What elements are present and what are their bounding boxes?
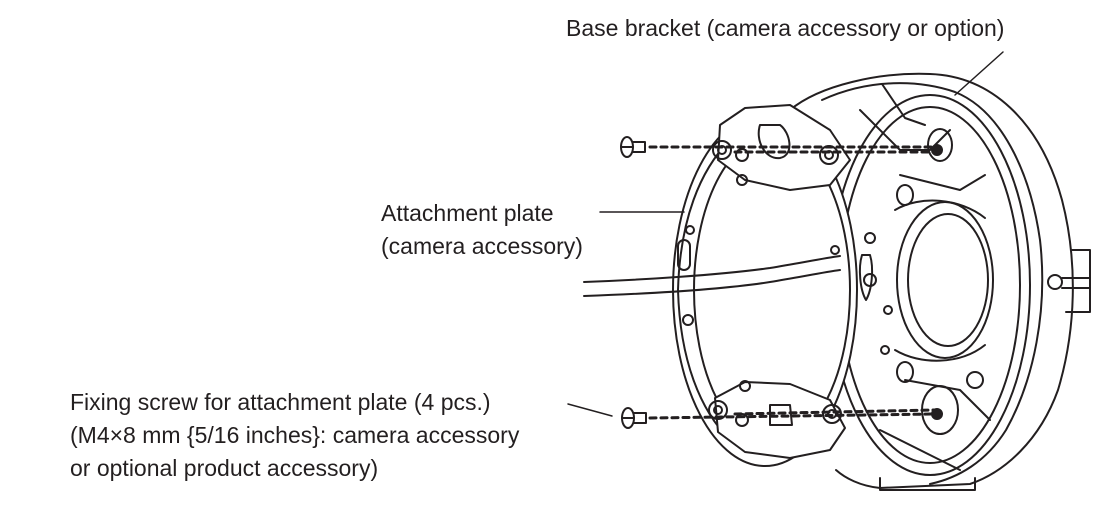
fixing-screw-text-line1: Fixing screw for attachment plate (4 pcs…	[70, 389, 491, 415]
leader-lines	[567, 51, 1004, 417]
guide-lines	[648, 145, 937, 420]
fixing-screw-text-line2: (M4×8 mm {5/16 inches}: camera accessory	[70, 422, 520, 448]
attachment-plate-text-line2: (camera accessory)	[381, 233, 583, 259]
cable	[583, 255, 841, 297]
attachment-plate-label: Attachment plate (camera accessory)	[381, 197, 583, 263]
fixing-screw-text-line3: or optional product accessory)	[70, 455, 379, 481]
fixing-screw-label: Fixing screw for attachment plate (4 pcs…	[70, 386, 519, 485]
fixing-screw-top	[620, 136, 646, 158]
attachment-plate-text-line1: Attachment plate	[381, 200, 554, 226]
fixing-screw-bottom	[621, 407, 647, 429]
base-bracket-label: Base bracket (camera accessory or option…	[566, 12, 1004, 45]
base-bracket-text: Base bracket (camera accessory or option…	[566, 15, 1005, 41]
